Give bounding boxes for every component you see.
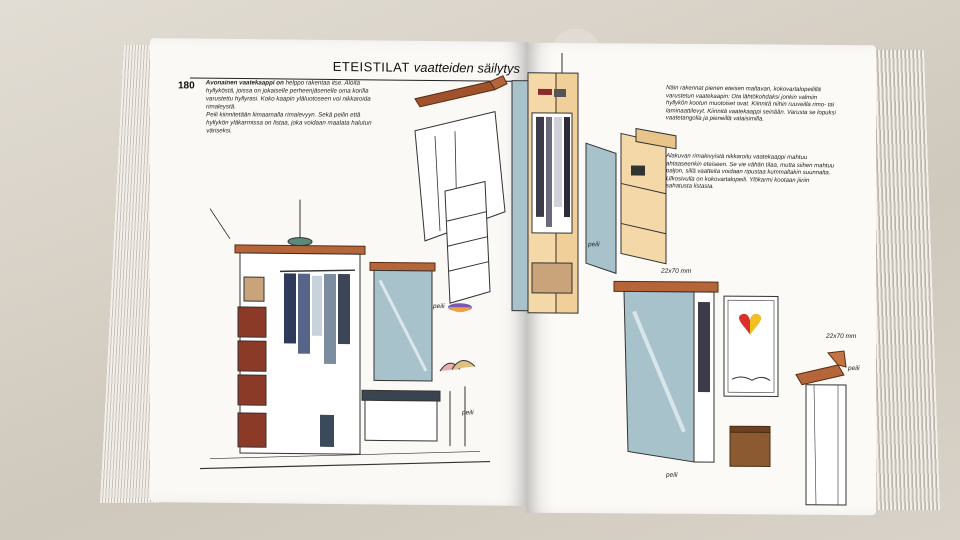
mirror-wardrobe-illustration [613,280,719,463]
framed-heart-picture [723,295,779,398]
dimension-label-2: 22x70 mm [826,332,857,341]
tall-wardrobe-illustration [511,53,579,314]
peili-label-top: peili [588,241,600,249]
exploded-shelf-illustration [414,75,508,304]
exploded-cabinet-illustration [585,127,677,275]
page-number: 180 [178,80,195,92]
intro-text: Avonainen vaatekaappi on helppo rakentaa… [206,79,376,135]
right-paragraph-2: Alakuvan rimalevyistä nikkaroitu vaateka… [665,153,835,191]
intro-paragraph-2: Peili kiinnitetään liimaamalla rimalevyy… [206,111,372,135]
peili-label-right: peili [848,365,860,373]
peili-label-left: peili [433,302,445,311]
dimension-label-1: 22x70 mm [661,267,692,275]
wardrobe-scene-illustration [199,199,491,470]
wicker-stool-illustration [729,425,771,467]
right-page: Näin rakennat pienen eteisen maltavan, k… [511,42,876,516]
peili-label-bottom: peili [666,471,678,479]
right-paragraph-1: Näin rakennat pienen eteisen maltavan, k… [665,85,836,123]
intro-bold: Avonainen vaatekaappi on [205,79,284,87]
peili-label-left-2: peili [462,409,474,417]
coat-stand-illustration [795,350,847,506]
